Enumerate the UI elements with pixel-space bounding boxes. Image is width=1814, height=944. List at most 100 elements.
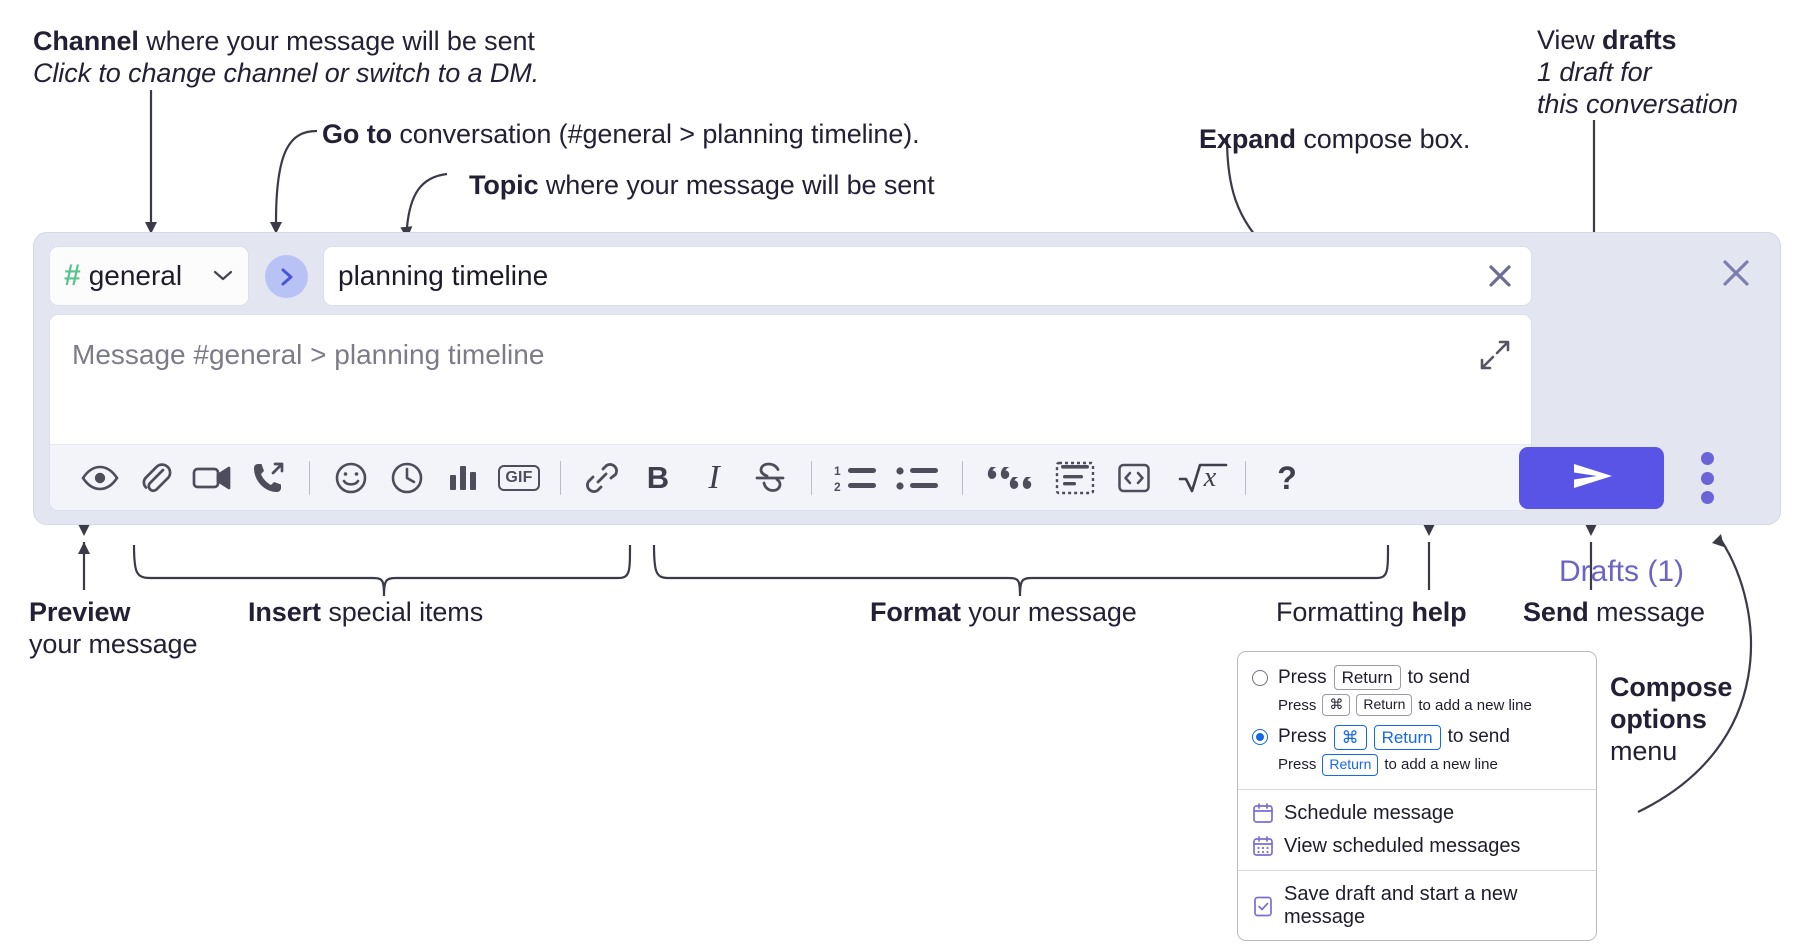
send-option-row-1[interactable]: Press Return to send [1238,662,1596,691]
toolbar-separator [962,460,963,495]
menu-divider [1238,788,1596,790]
code-block-icon[interactable] [1044,453,1106,503]
annotation-channel-bold: Channel [33,26,139,56]
channel-selector[interactable]: # general [49,246,249,306]
annotation-insert-bold: Insert [248,597,321,627]
italic-label: I [708,458,720,496]
inline-code-icon[interactable] [1106,453,1162,503]
annotation-co-bold2: options [1610,703,1707,734]
annotation-formatting-help: Formatting help [1276,597,1576,629]
opt1-sub-pre: Press [1278,696,1317,714]
opt1-sub-key-cmd: ⌘ [1322,694,1351,716]
menu-item-label: Schedule message [1284,801,1455,824]
chevron-right-icon [276,265,298,289]
topic-clear-button[interactable] [1483,259,1517,293]
topic-field[interactable]: planning timeline [323,246,1532,306]
annotation-topic-bold: Topic [469,170,539,200]
annotation-insert: Insert special items [248,597,648,629]
annotation-compose-options: Compose options menu [1610,672,1814,768]
kebab-dot [1700,491,1714,504]
kebab-dot [1700,452,1714,465]
annotation-channel: Channel where your message will be sent … [33,26,673,90]
preview-icon[interactable] [72,453,128,503]
annotation-preview-rest: your message [29,628,198,659]
annotation-send-bold: Send [1523,597,1589,627]
channel-name: general [88,260,183,291]
opt2-sub-key-return: Return [1322,754,1379,776]
message-placeholder: Message #general > planning timeline [72,339,545,370]
menu-item-save-draft[interactable]: Save draft and start a new message [1238,878,1596,934]
bold-icon[interactable]: B [630,453,686,503]
menu-item-label: View scheduled messages [1284,834,1521,857]
menu-item-schedule-message[interactable]: Schedule message [1238,797,1596,830]
expand-compose-button[interactable] [1477,337,1513,373]
svg-text:1: 1 [834,464,841,478]
annotation-drafts-sub2: this conversation [1537,88,1738,119]
formatting-toolbar: GIF B I [50,444,1531,510]
math-x-label: x [1203,461,1217,493]
goto-conversation-button[interactable] [265,255,308,298]
annotation-insert-rest: special items [320,597,484,627]
math-icon[interactable]: x [1162,453,1232,503]
menu-item-view-scheduled[interactable]: View scheduled messages [1238,830,1596,863]
help-label: ? [1277,459,1297,496]
opt2-key-cmd: ⌘ [1333,724,1367,750]
opt2-post: to send [1447,726,1510,748]
opt2-key-return: Return [1373,724,1441,750]
link-icon[interactable] [574,453,630,503]
compose-header: # general planning timeline [49,246,1532,306]
radio-selected[interactable] [1252,729,1268,746]
compose-options-button[interactable] [1694,452,1720,504]
annotation-send-rest: message [1588,597,1705,627]
attachment-paperclip-icon[interactable] [128,453,184,503]
menu-item-label: Save draft and start a new message [1284,882,1518,928]
annotation-help-lead: Formatting [1276,597,1412,627]
annotation-format-bold: Format [870,597,961,627]
help-question-icon[interactable]: ? [1259,453,1315,503]
hash-icon: # [64,259,81,292]
annotation-preview-bold: Preview [29,597,131,627]
radio-unselected[interactable] [1252,669,1268,686]
opt2-sub-post: to add a new line [1384,756,1498,774]
annotation-topic: Topic where your message will be sent [469,170,1109,202]
annotation-co-bold1: Compose [1610,672,1733,702]
bold-label: B [646,460,670,495]
annotation-goto-bold: Go to [322,119,392,149]
svg-text:2: 2 [834,480,841,493]
annotation-format: Format your message [870,597,1290,629]
blockquote-icon[interactable] [976,453,1044,503]
annotation-drafts-sub1: 1 draft for [1537,56,1652,87]
strikethrough-icon[interactable] [742,453,798,503]
annotation-preview: Preview your message [29,597,259,661]
clock-icon[interactable] [379,453,435,503]
panel-close-button[interactable] [1716,253,1756,293]
chevron-down-icon [212,266,234,287]
phone-call-icon[interactable] [240,453,296,503]
compose-panel: Drafts (1) # general planning timeline [33,232,1781,588]
message-editor[interactable]: Message #general > planning timeline [49,314,1532,511]
gif-icon[interactable]: GIF [491,453,547,503]
drafts-link[interactable]: Drafts (1) [1559,555,1685,588]
bulleted-list-icon[interactable] [887,453,949,503]
annotation-expand: Expand compose box. [1199,124,1619,156]
toolbar-separator [1245,460,1246,495]
opt2-sub-pre: Press [1278,756,1317,774]
send-button[interactable] [1519,447,1664,509]
video-camera-icon[interactable] [184,453,240,503]
annotation-send: Send message [1523,597,1803,629]
toolbar-separator [560,460,561,495]
send-option-sub-2: Press Return to add a new line [1238,750,1596,782]
italic-icon[interactable]: I [686,453,742,503]
calendar-grid-icon [1252,835,1274,857]
emoji-smiley-icon[interactable] [323,453,379,503]
ordered-list-icon[interactable]: 1 2 [825,453,887,503]
annotation-format-rest: your message [960,597,1137,627]
annotation-topic-rest: where your message will be sent [538,170,935,200]
annotation-expand-bold: Expand [1199,124,1296,154]
bar-chart-icon[interactable] [435,453,491,503]
annotation-co-rest: menu [1610,735,1678,766]
topic-value: planning timeline [338,260,549,291]
opt1-key-return: Return [1333,665,1401,691]
send-option-row-2[interactable]: Press ⌘ Return to send [1238,722,1596,750]
annotation-drafts-bold: drafts [1602,25,1677,55]
